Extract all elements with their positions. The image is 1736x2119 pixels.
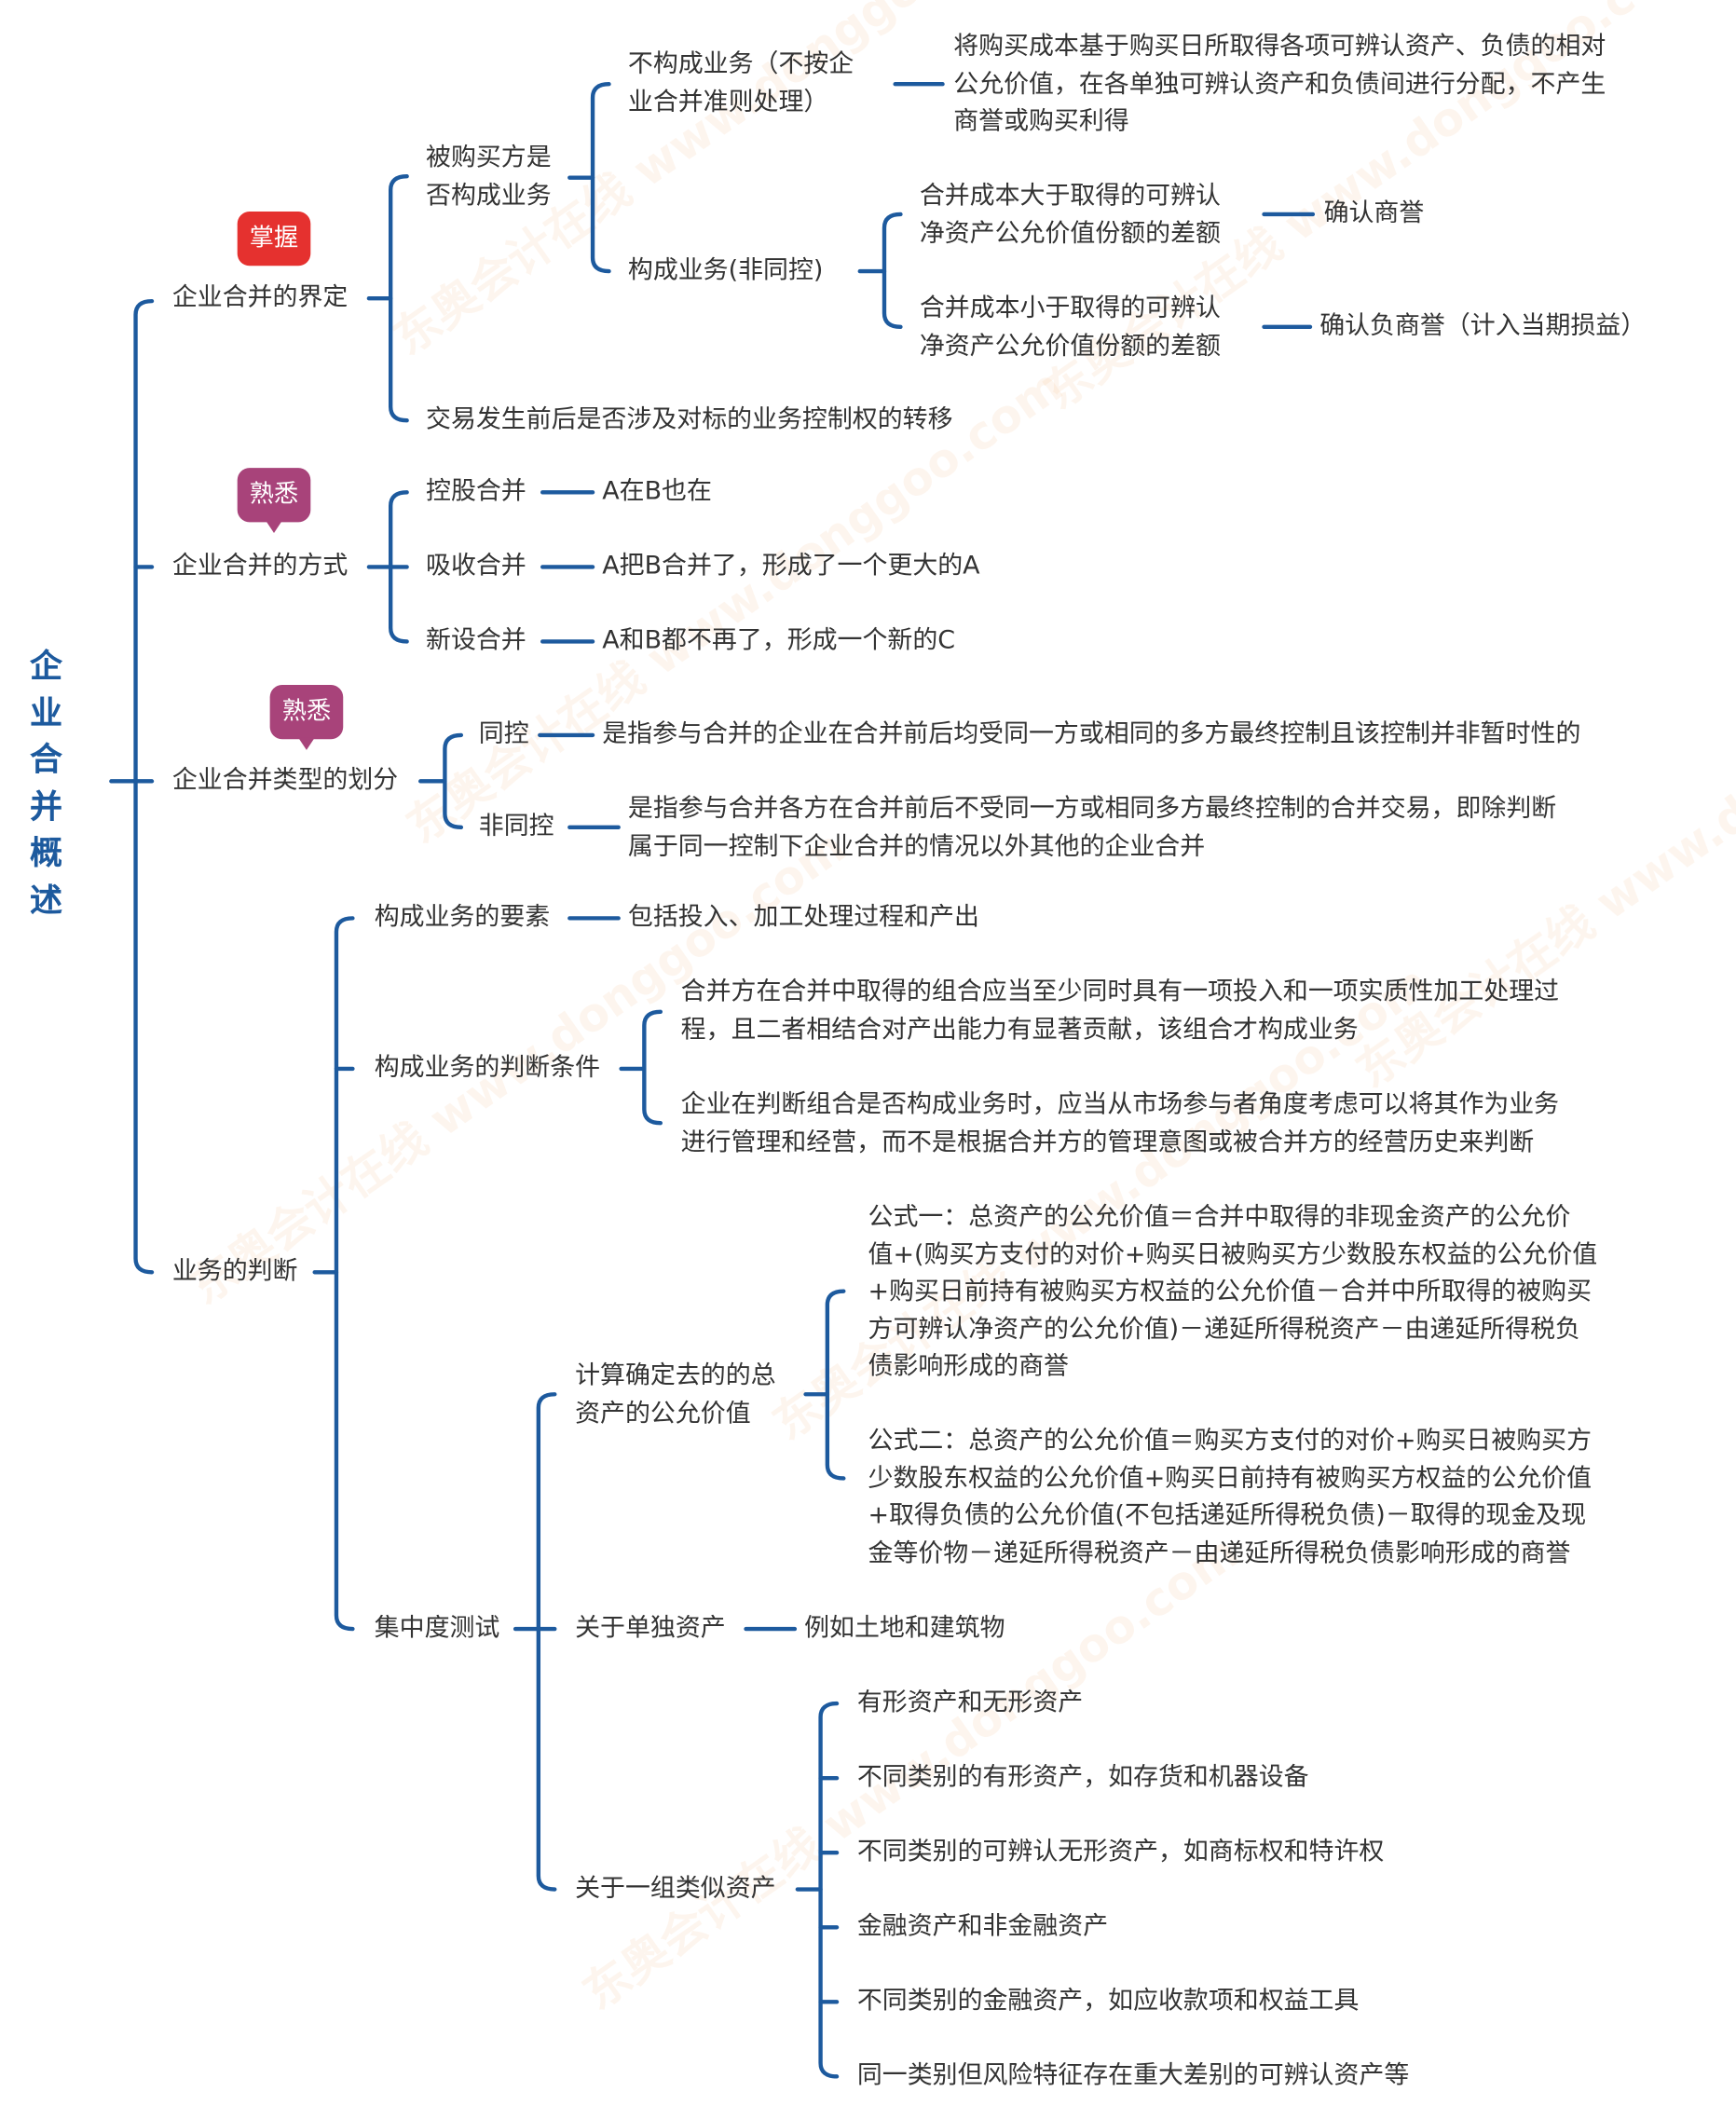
node-single-asset-desc[interactable]: 例如土地和建筑物 xyxy=(804,1614,1005,1643)
node-judge[interactable]: 业务的判断 xyxy=(171,1257,298,1286)
node-single-asset[interactable]: 关于单独资产 xyxy=(575,1614,726,1643)
text-line: 计算确定去的的总 xyxy=(575,1361,776,1390)
text-line: 合并成本小于取得的可辨认 xyxy=(919,294,1221,323)
root-title-char: 并 xyxy=(30,786,62,826)
node-common-control-desc[interactable]: 是指参与合并的企业在合并前后均受同一方或相同的多方最终控制且该控制并非暂时性的 xyxy=(602,719,1581,749)
text-line: 金等价物－递延所得税资产－由递延所得税负债影响形成的商誉 xyxy=(868,1538,1571,1567)
node-concentration-test[interactable]: 集中度测试 xyxy=(374,1614,500,1643)
text-line: 合并成本大于取得的可辨认 xyxy=(919,182,1221,211)
node-control-transfer[interactable]: 交易发生前后是否涉及对标的业务控制权的转移 xyxy=(426,405,953,434)
branch-bracket xyxy=(882,212,903,329)
node-definition[interactable]: 企业合并的界定 xyxy=(171,283,349,312)
branch-bracket xyxy=(642,1009,663,1126)
root-title-char: 概 xyxy=(30,834,62,872)
node-cost-greater[interactable]: 合并成本大于取得的可辨认 净资产公允价值份额的差额 xyxy=(920,178,1221,253)
node-type[interactable]: 企业合并类型的划分 xyxy=(171,766,399,795)
text-line: 公允价值，在各单独可辨认资产和负债间进行分配，不产生 xyxy=(953,69,1606,99)
branch-bracket xyxy=(825,1289,846,1481)
node-similar-asset-item[interactable]: 同一类别但风险特征存在重大差别的可辨认资产等 xyxy=(856,2061,1410,2090)
node-similar-asset-item[interactable]: 不同类别的金融资产，如应收款项和权益工具 xyxy=(856,1987,1360,2016)
branch-bracket xyxy=(334,916,355,1632)
node-non-common-control-desc[interactable]: 是指参与合并各方在合并前后不受同一方或相同多方最终控制的合并交易，即除判断 属于… xyxy=(628,791,1556,866)
node-total-assets[interactable]: 计算确定去的的总 资产的公允价值 xyxy=(575,1358,775,1432)
text-line: 进行管理和经营，而不是根据合并方的管理意图或被合并方的经营历史来判断 xyxy=(680,1128,1535,1156)
text-line: 少数股东权益的公允价值+购买日前持有被购买方权益的公允价值 xyxy=(868,1464,1592,1493)
branch-bracket xyxy=(536,1392,557,1892)
text-line: 值+(购买方支付的对价+购买日被购买方少数股东权益的公允价值 xyxy=(868,1240,1598,1269)
branch-bracket xyxy=(818,1701,840,2079)
text-line: 债影响形成的商誉 xyxy=(868,1352,1069,1381)
node-holding-merger-desc[interactable]: A在B也在 xyxy=(602,477,712,506)
root-title-char: 合 xyxy=(30,740,62,779)
text-line: 方可辨认净资产的公允价值)－递延所得税资产－由递延所得税负 xyxy=(868,1315,1580,1344)
root-title-char: 企 xyxy=(30,647,62,686)
text-line: 程，且二者相结合对产出能力有显著贡献，该组合才构成业务 xyxy=(680,1015,1359,1045)
branch-bracket xyxy=(389,174,409,423)
text-line: 公式一：总资产的公允价值＝合并中取得的非现金资产的公允价 xyxy=(868,1203,1571,1232)
text-line: 不构成业务（不按企 xyxy=(627,49,854,79)
text-line: 否构成业务 xyxy=(426,181,552,210)
text-line: 公式二：总资产的公允价值＝购买方支付的对价+购买日被购买方 xyxy=(868,1427,1592,1456)
text-line: 商誉或购买利得 xyxy=(953,106,1129,136)
node-is-business-non-common[interactable]: 构成业务(非同控) xyxy=(627,256,824,285)
node-absorption-merger[interactable]: 吸收合并 xyxy=(426,552,526,581)
branch-bracket xyxy=(133,298,155,1275)
node-method[interactable]: 企业合并的方式 xyxy=(171,552,349,581)
node-formula-1[interactable]: 公式一：总资产的公允价值＝合并中取得的非现金资产的公允价 值+(购买方支付的对价… xyxy=(868,1199,1598,1386)
node-absorption-merger-desc[interactable]: A把B合并了，形成了一个更大的A xyxy=(602,552,980,581)
root-title-char: 述 xyxy=(30,881,62,920)
node-similar-asset-item[interactable]: 不同类别的有形资产，如存货和机器设备 xyxy=(856,1763,1309,1792)
text-line: 将购买成本基于购买日所取得各项可辨认资产、负债的相对 xyxy=(953,32,1606,62)
node-new-merger[interactable]: 新设合并 xyxy=(426,626,526,656)
text-line: +购买日前持有被购买方权益的公允价值－合并中所取得的被购买 xyxy=(868,1278,1592,1306)
node-formula-2[interactable]: 公式二：总资产的公允价值＝购买方支付的对价+购买日被购买方 少数股东权益的公允价… xyxy=(868,1423,1592,1572)
badge-familiar: 熟悉 xyxy=(269,685,344,750)
node-similar-asset-item[interactable]: 有形资产和无形资产 xyxy=(856,1688,1084,1717)
node-condition-2[interactable]: 企业在判断组合是否构成业务时，应当从市场参与者角度考虑可以将其作为业务 进行管理… xyxy=(681,1087,1559,1161)
branch-bracket xyxy=(443,732,464,830)
root-title: 企业合并概述 xyxy=(30,643,62,923)
text-line: 净资产公允价值份额的差额 xyxy=(919,219,1221,248)
text-line: +取得负债的公允价值(不包括递延所得税负债)－取得的现金及现 xyxy=(868,1501,1587,1530)
text-line: 企业在判断组合是否构成业务时，应当从市场参与者角度考虑可以将其作为业务 xyxy=(680,1090,1560,1119)
node-not-business[interactable]: 不构成业务（不按企 业合并准则处理） xyxy=(628,46,854,120)
node-condition-1[interactable]: 合并方在合并中取得的组合应当至少同时具有一项投入和一项实质性加工处理过 程，且二… xyxy=(681,974,1559,1048)
badge-master: 掌握 xyxy=(237,212,311,267)
text-line: 属于同一控制下企业合并的情况以外其他的企业合并 xyxy=(627,831,1206,861)
text-line: 是指参与合并各方在合并前后不受同一方或相同多方最终控制的合并交易，即除判断 xyxy=(627,794,1557,824)
node-cost-less[interactable]: 合并成本小于取得的可辨认 净资产公允价值份额的差额 xyxy=(920,290,1221,364)
node-elements[interactable]: 构成业务的要素 xyxy=(374,903,551,932)
text-line: 合并方在合并中取得的组合应当至少同时具有一项投入和一项实质性加工处理过 xyxy=(680,977,1560,1006)
badge-familiar: 熟悉 xyxy=(237,468,311,534)
node-non-common-control[interactable]: 非同控 xyxy=(478,812,554,841)
node-not-business-desc[interactable]: 将购买成本基于购买日所取得各项可辨认资产、负债的相对 公允价值，在各单独可辨认资… xyxy=(953,29,1606,141)
node-similar-assets[interactable]: 关于一组类似资产 xyxy=(575,1874,776,1904)
text-line: 被购买方是 xyxy=(426,144,552,172)
node-similar-asset-item[interactable]: 金融资产和非金融资产 xyxy=(856,1912,1109,1941)
node-new-merger-desc[interactable]: A和B都不再了，形成一个新的C xyxy=(602,626,956,656)
node-conditions[interactable]: 构成业务的判断条件 xyxy=(374,1053,601,1083)
text-line: 资产的公允价值 xyxy=(575,1399,751,1428)
branch-bracket xyxy=(590,82,611,274)
node-elements-desc[interactable]: 包括投入、加工处理过程和产出 xyxy=(627,903,979,932)
node-holding-merger[interactable]: 控股合并 xyxy=(426,477,526,506)
node-negative-goodwill[interactable]: 确认负商誉（计入当期损益） xyxy=(1319,311,1647,341)
root-title-char: 业 xyxy=(30,693,62,732)
text-line: 净资产公允价值份额的差额 xyxy=(919,331,1221,361)
node-goodwill[interactable]: 确认商誉 xyxy=(1323,198,1425,228)
text-line: 业合并准则处理） xyxy=(627,87,829,116)
node-common-control[interactable]: 同控 xyxy=(478,719,529,749)
node-similar-asset-item[interactable]: 不同类别的可辨认无形资产，如商标权和特许权 xyxy=(856,1838,1385,1866)
node-is-business[interactable]: 被购买方是 否构成业务 xyxy=(426,140,552,214)
